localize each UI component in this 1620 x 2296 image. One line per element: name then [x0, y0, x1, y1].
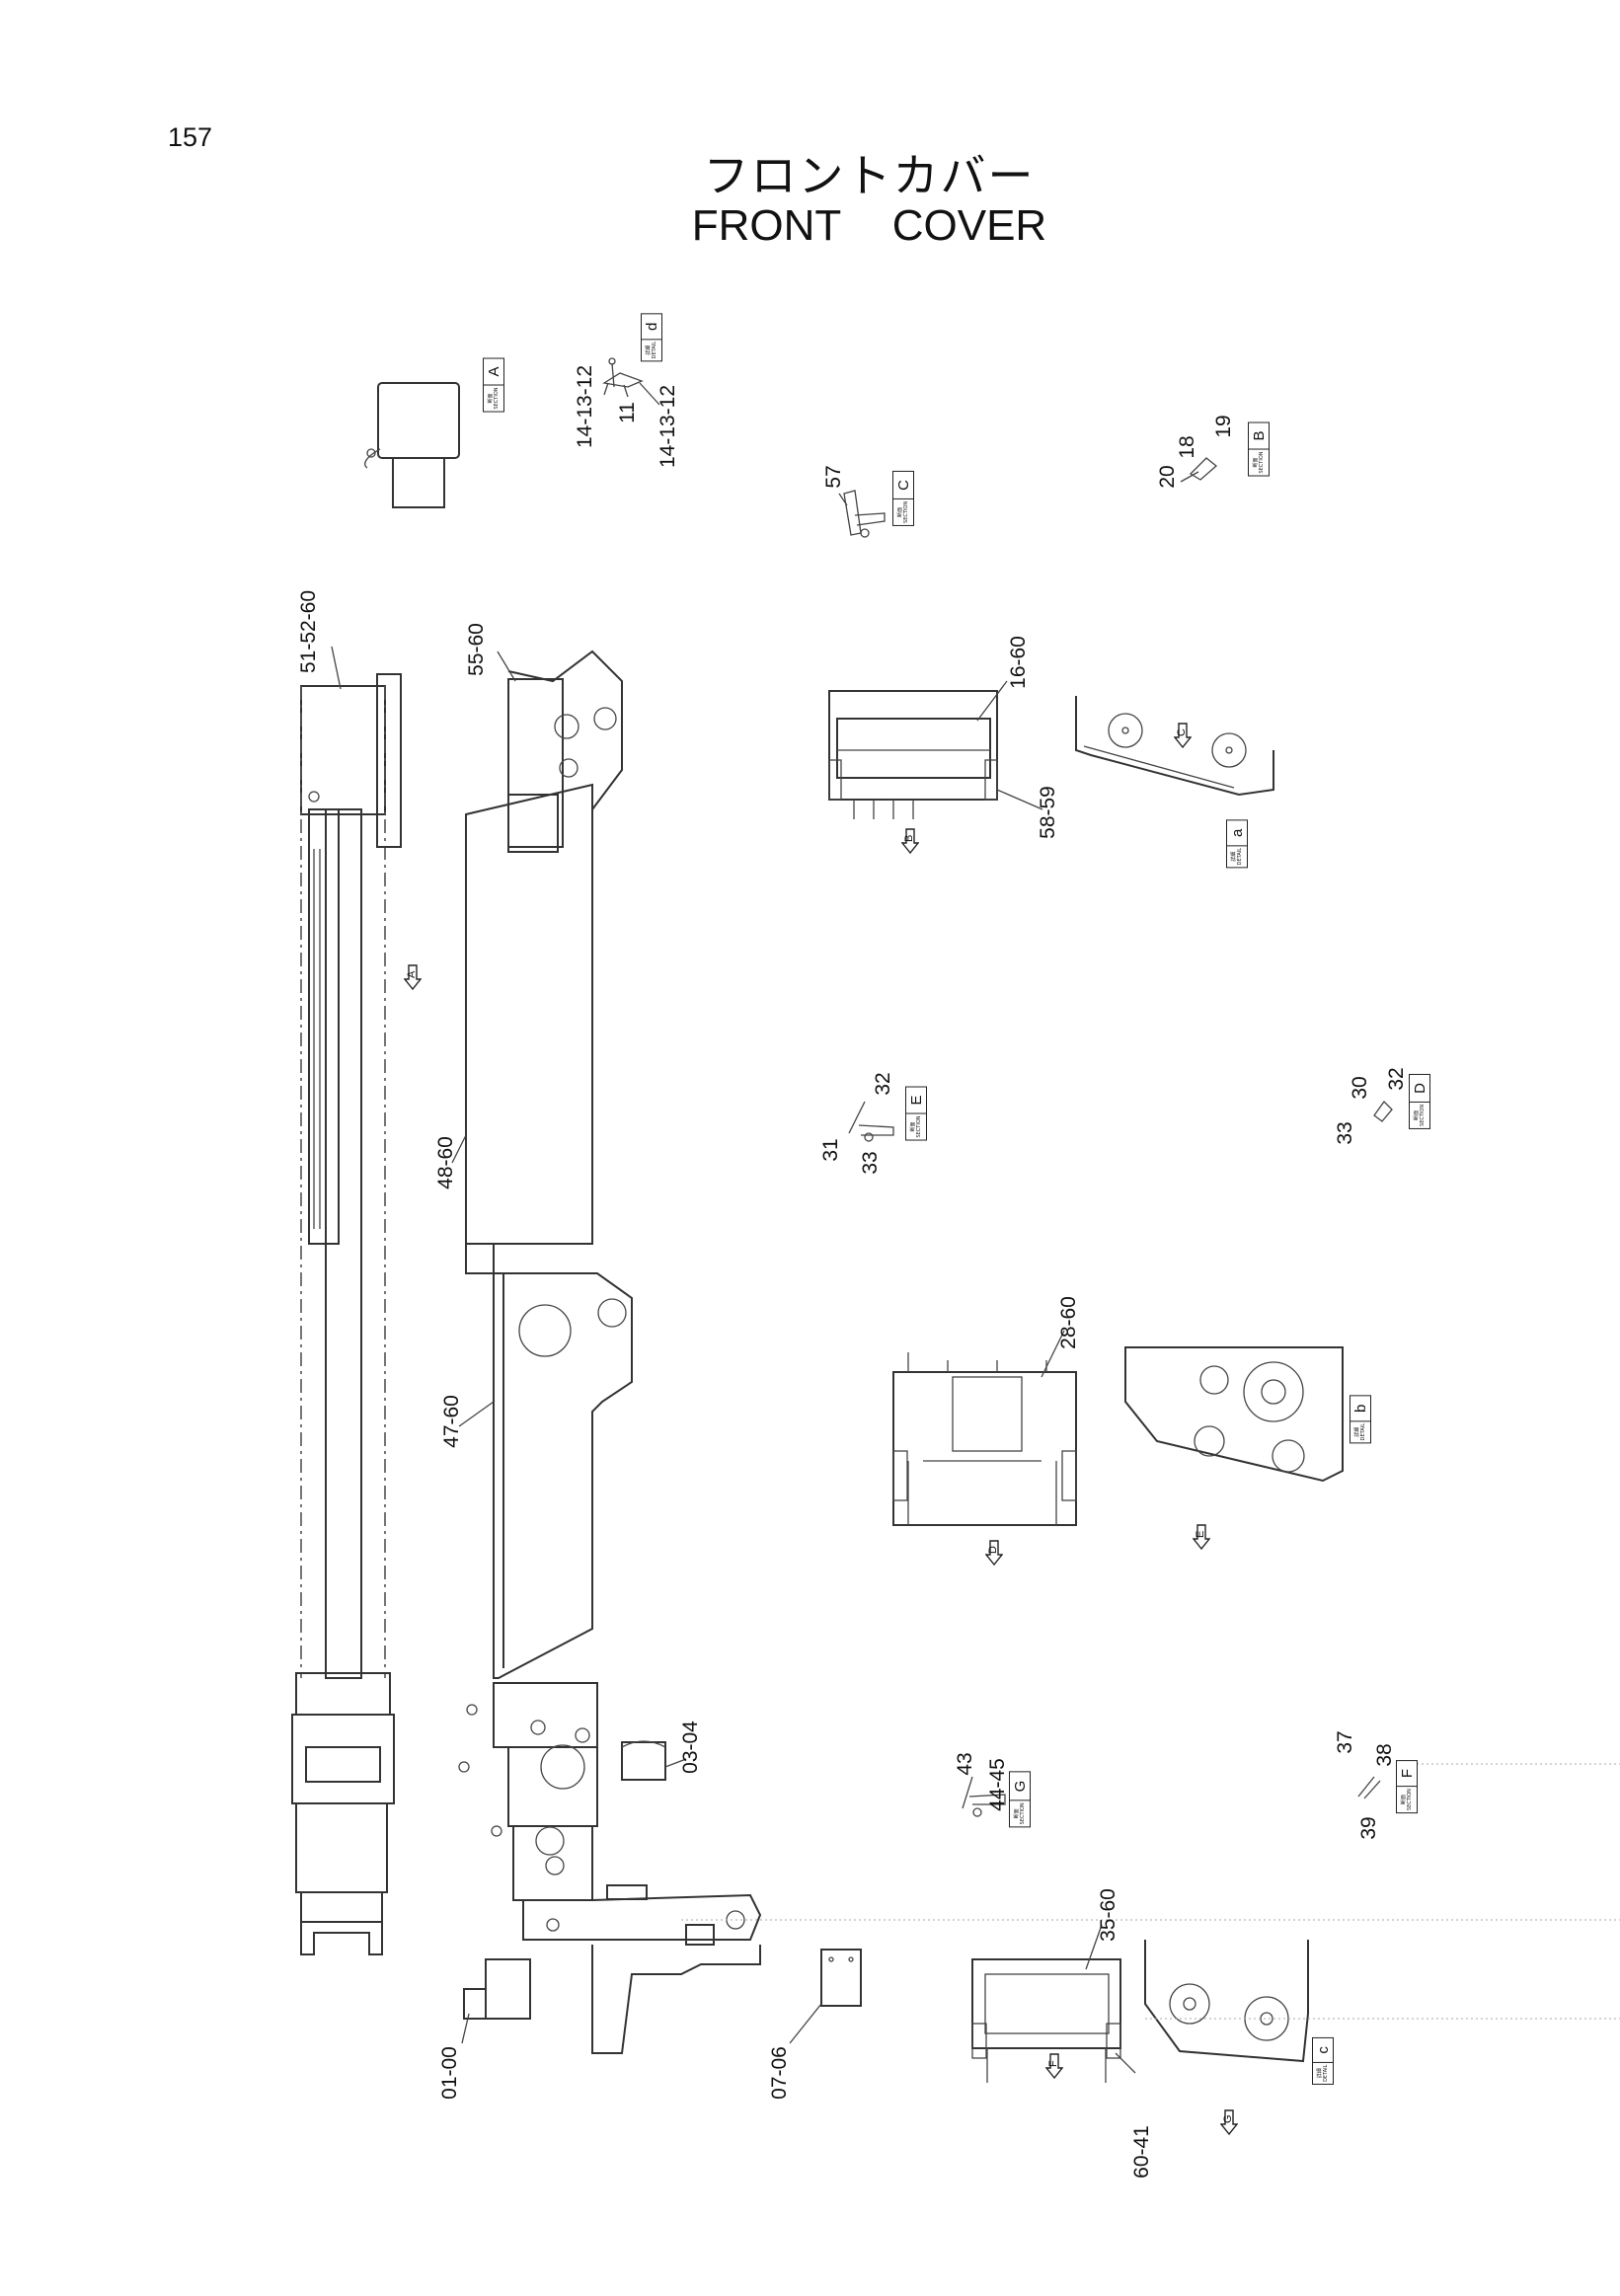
detail-c-drawing [1144, 1940, 1309, 2063]
view-arrow-icon: F [1044, 2053, 1064, 2080]
tag-letter: A [485, 366, 502, 377]
view-arrow-icon: G [1219, 2109, 1239, 2136]
section-f-drawing [1357, 1776, 1381, 1799]
detail-d-drawing [602, 357, 644, 388]
view-arrow-letter: C [1176, 728, 1188, 736]
detail-b-drawing [1124, 1346, 1344, 1483]
part-label: 20 [1156, 465, 1179, 489]
part-label: 57 [822, 465, 845, 489]
part-label: 60-41 [1130, 2125, 1153, 2179]
tag-letter: a [1228, 828, 1246, 837]
section-e-drawing [848, 1101, 894, 1142]
arm-cylinder-drawing [291, 673, 402, 1955]
tag-letter: c [1314, 2046, 1332, 2054]
tag-letter: C [894, 480, 912, 491]
view-arrow-icon: A [403, 964, 423, 991]
part-label: 51-52-60 [297, 589, 320, 674]
view-arrow-icon: D [984, 1540, 1004, 1567]
part-label: 16-60 [1007, 636, 1030, 689]
leader-lines [331, 382, 1136, 2074]
part-label: 03-04 [679, 1721, 702, 1774]
part-label: 32 [872, 1072, 894, 1096]
part-label: 31 [819, 1138, 842, 1162]
part-label: 44-45 [986, 1758, 1009, 1811]
part-label: 47-60 [440, 1395, 463, 1448]
part-label: 28-60 [1057, 1296, 1080, 1349]
part-label: 33 [1334, 1121, 1356, 1145]
view-arrow-letter: D [987, 1546, 999, 1554]
section-b-box [828, 690, 998, 819]
view-arrow-icon: B [900, 828, 920, 855]
tag-letter: G [1011, 1780, 1029, 1793]
tag-letter: D [1411, 1083, 1428, 1094]
title-japanese: フロントカバー [703, 149, 1036, 202]
part-label: 55-60 [465, 623, 488, 676]
part-label: 07-06 [768, 2046, 791, 2100]
part-label: 39 [1357, 1816, 1380, 1840]
page-number: 157 [168, 122, 213, 152]
part-label: 58-59 [1037, 786, 1059, 839]
part-label: 14-13-12 [656, 384, 679, 469]
part-label: 33 [859, 1151, 882, 1175]
view-arrow-letter: A [406, 970, 418, 978]
bottom-left-parts [463, 1740, 862, 2020]
part-label: 35-60 [1097, 1888, 1119, 1942]
section-b-drawing [1180, 457, 1218, 483]
view-arrow-letter: B [903, 834, 915, 842]
part-label: 38 [1373, 1743, 1396, 1767]
boom-drawing [458, 650, 762, 2054]
tag-letter: B [1250, 430, 1268, 441]
part-label: 30 [1349, 1076, 1371, 1100]
part-label: 18 [1176, 435, 1198, 459]
section-f-box [971, 1958, 1121, 2083]
tag-letter: d [643, 322, 660, 331]
section-a-drawing [364, 382, 460, 508]
part-label: 32 [1385, 1067, 1408, 1091]
section-g-drawing [962, 1776, 1006, 1817]
tag-letter: b [1351, 1404, 1369, 1413]
view-arrow-letter: F [1047, 2060, 1059, 2067]
title-english: FRONT COVER [691, 201, 1047, 250]
part-label: 37 [1334, 1730, 1356, 1754]
part-label: 11 [616, 402, 639, 423]
section-c-drawing [843, 490, 886, 538]
section-d-box [892, 1352, 1077, 1526]
part-label: 19 [1212, 415, 1235, 438]
view-arrow-letter: E [1195, 1530, 1206, 1538]
section-d-drawing [1373, 1100, 1393, 1122]
view-arrow-letter: G [1222, 2114, 1234, 2123]
part-label: 01-00 [438, 2046, 461, 2100]
part-label: 14-13-12 [574, 364, 596, 449]
view-arrow-icon: E [1192, 1524, 1211, 1551]
part-label: 43 [954, 1752, 976, 1776]
tag-letter: F [1398, 1768, 1416, 1779]
tag-letter: E [907, 1095, 925, 1106]
part-label: 48-60 [434, 1136, 457, 1189]
detail-a-drawing [1075, 696, 1274, 797]
view-arrow-icon: C [1173, 723, 1193, 749]
